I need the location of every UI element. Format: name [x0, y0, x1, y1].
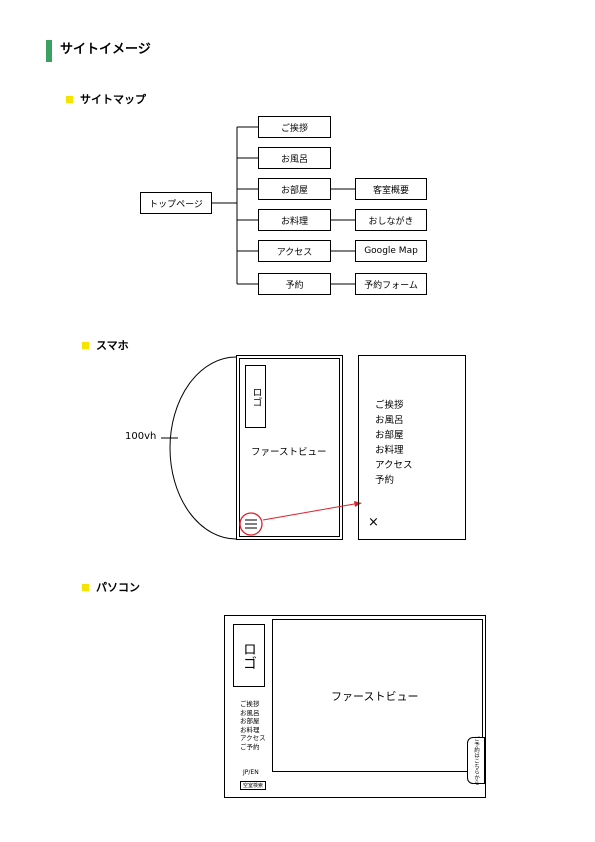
- pc-nav-item-greeting: ご挨拶: [240, 700, 260, 708]
- section-title-pc: パソコン: [96, 581, 140, 594]
- sitemap-node-greeting: ご挨拶: [258, 116, 331, 138]
- section-title-smartphone: スマホ: [96, 339, 129, 352]
- pc-language-switch: JP/EN: [243, 769, 259, 776]
- sitemap-node-top-page: トップページ: [140, 192, 212, 214]
- smartphone-menu-item-access: アクセス: [375, 460, 413, 471]
- sitemap-node-menu-list: おしながき: [355, 209, 427, 231]
- sitemap-node-google-map: Google Map: [355, 240, 427, 262]
- pc-nav-item-rooms: お部屋: [240, 717, 260, 726]
- pc-nav-list: ご挨拶 お風呂 お部屋 お料理 アクセス ご予約: [240, 700, 266, 752]
- pc-nav-item-access: アクセス: [240, 734, 266, 743]
- sitemap-node-access: アクセス: [258, 240, 331, 262]
- sitemap-node-rooms: お部屋: [258, 178, 331, 200]
- smartphone-menu-item-cuisine: お料理: [375, 445, 404, 456]
- smartphone-menu-item-reserve: 予約: [375, 475, 395, 486]
- close-icon: ×: [368, 515, 379, 530]
- section-bullet-sitemap: [66, 96, 73, 103]
- pc-reserve-side-tab: ご予約はこちらから: [467, 736, 485, 785]
- pc-nav-item-reserve: ご予約: [240, 742, 260, 751]
- section-bullet-pc: [82, 584, 89, 591]
- smartphone-logo: ロゴ: [245, 365, 266, 428]
- smartphone-first-view: ファーストビュー: [251, 447, 327, 458]
- pc-nav-item-cuisine: お料理: [240, 725, 260, 734]
- section-title-sitemap: サイトマップ: [80, 93, 146, 106]
- pc-logo: ロゴ: [233, 624, 265, 687]
- sitemap-node-bath: お風呂: [258, 147, 331, 169]
- sitemap-node-reserve-form: 予約フォーム: [355, 273, 427, 295]
- smartphone-menu-item-bath: お風呂: [375, 415, 404, 426]
- viewport-height-label: 100vh: [125, 431, 157, 442]
- pc-vacancy-search-button: 空室検索: [240, 781, 266, 790]
- smartphone-menu-item-rooms: お部屋: [375, 430, 404, 441]
- page-title: サイトイメージ: [60, 42, 151, 57]
- sitemap-node-cuisine: お料理: [258, 209, 331, 231]
- section-bullet-smartphone: [82, 342, 89, 349]
- pc-nav-item-bath: お風呂: [240, 708, 260, 717]
- sitemap-node-room-overview: 客室概要: [355, 178, 427, 200]
- title-accent-bar: [46, 40, 52, 62]
- sitemap-node-reserve: 予約: [258, 273, 331, 295]
- smartphone-menu-list: ご挨拶 お風呂 お部屋 お料理 アクセス 予約: [375, 398, 413, 488]
- smartphone-menu-item-greeting: ご挨拶: [375, 400, 404, 411]
- pc-first-view: ファーストビュー: [331, 690, 419, 703]
